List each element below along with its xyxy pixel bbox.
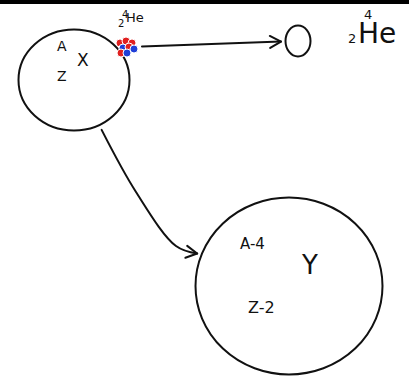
text-holder: Y: [302, 252, 318, 278]
nuclide-symbol: X: [77, 52, 89, 69]
text-holder: Z-2: [248, 300, 275, 316]
particle-symbol: [114, 36, 138, 58]
outline: [286, 26, 311, 57]
nuclide-symbol: Z: [57, 69, 67, 83]
connector-arrow: [142, 42, 281, 47]
text-holder: 2: [118, 14, 124, 30]
top-bar: [0, 0, 409, 4]
text-holder: Z: [57, 68, 67, 84]
nuclide-symbol: He: [358, 20, 396, 48]
alpha-particle: 42He: [114, 36, 138, 58]
nuclide-symbol: 2: [348, 32, 356, 45]
nuclide-symbol: 2: [118, 19, 124, 29]
outline: [196, 198, 383, 375]
text-holder: 2: [348, 30, 356, 46]
text-holder: He: [358, 20, 396, 48]
circle-outline: [17, 28, 131, 132]
nuclide-symbol: Z-2: [248, 300, 275, 316]
text-holder: He: [126, 9, 144, 25]
nuclide-symbol: A: [57, 39, 67, 53]
nucleon-dot: [123, 49, 131, 57]
connector-arrow: [102, 130, 198, 254]
nucleus-circle: A-4Z-2 Y: [194, 196, 384, 376]
nuclide-symbol: He: [126, 11, 144, 24]
outline: [19, 30, 130, 131]
nuclide-symbol: A-4: [240, 237, 265, 252]
text-holder: X: [77, 52, 89, 69]
text-holder: A-4: [240, 236, 265, 252]
helium-nucleus: 42He: [284, 24, 312, 58]
nucleus-circle: A ZX: [17, 28, 131, 132]
text-holder: A: [57, 38, 67, 54]
nuclide-symbol: Y: [302, 252, 318, 278]
circle-outline: [284, 24, 312, 58]
circle-outline: [194, 196, 384, 376]
